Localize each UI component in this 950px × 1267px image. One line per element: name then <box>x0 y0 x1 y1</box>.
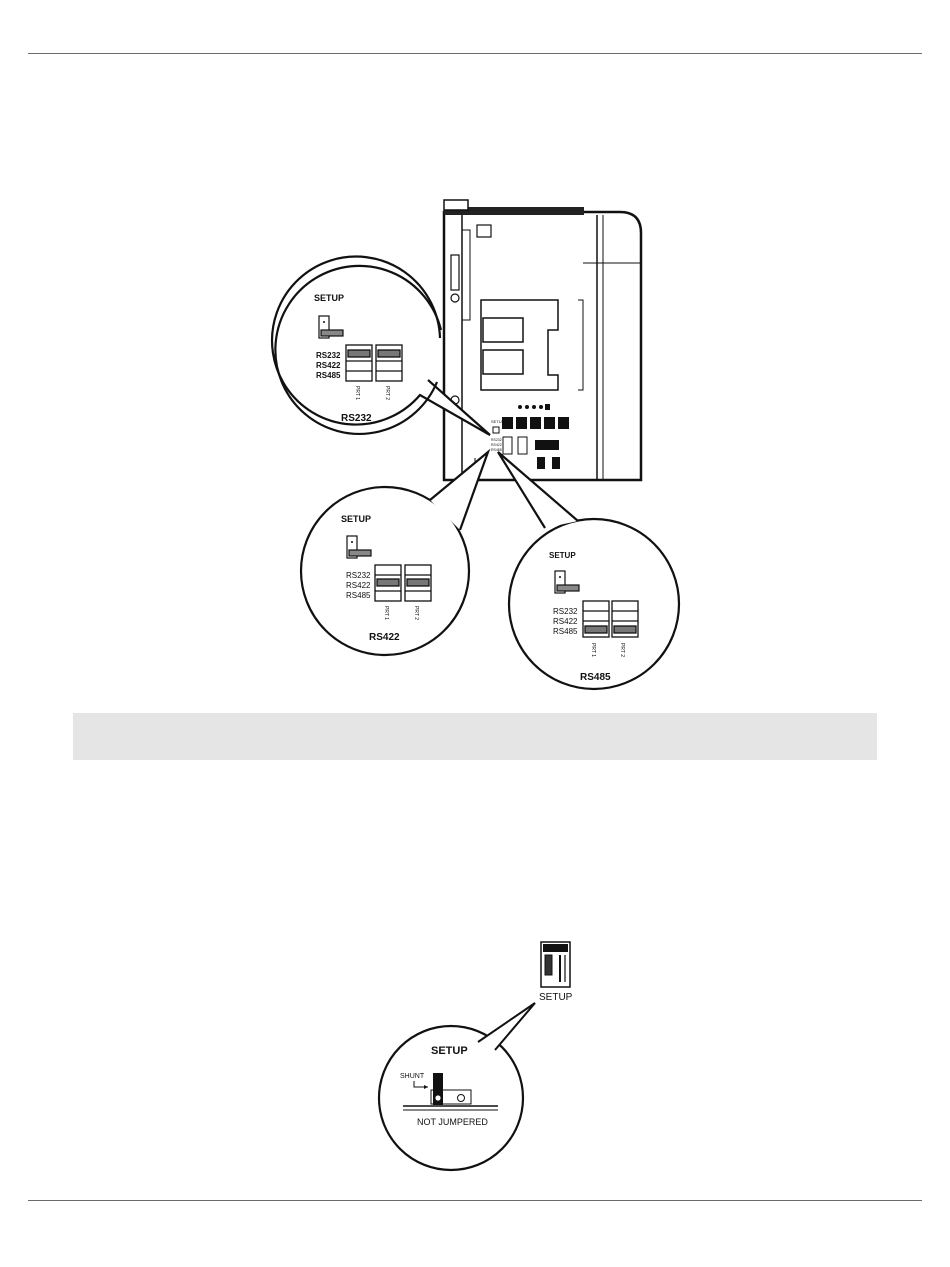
board-label: RS232 <box>491 438 502 442</box>
callout-rs232: SETUP RS232 RS422 RS485 PRT 1 PRT 2 RS23… <box>272 257 490 435</box>
mode-label: RS485 <box>316 371 341 380</box>
shunt-label: SHUNT <box>400 1073 425 1080</box>
module-board <box>444 200 641 480</box>
port-jumper-block <box>583 601 609 637</box>
port-label: PRT 1 <box>383 606 389 620</box>
setup-label: SETUP <box>314 293 344 303</box>
port-label: PRT 2 <box>619 643 625 657</box>
board-label: RS422 <box>491 443 502 447</box>
setup-detail-title: SETUP <box>431 1045 468 1057</box>
mode-label: RS422 <box>553 617 578 626</box>
port-jumper-block <box>346 345 372 381</box>
port-jumper-block <box>612 601 638 637</box>
board-label: RS485 <box>491 448 502 452</box>
port-label: PRT 1 <box>590 643 596 657</box>
mode-label: RS232 <box>553 607 578 616</box>
mode-label: RS232 <box>346 571 371 580</box>
setup-label: SETUP <box>549 551 576 560</box>
mode-label: RS422 <box>316 361 341 370</box>
mode-label: RS485 <box>553 627 578 636</box>
mode-label: RS422 <box>346 581 371 590</box>
port-label: PRT 2 <box>413 606 419 620</box>
port-jumper-block <box>405 565 431 601</box>
port-jumper-block <box>376 345 402 381</box>
callout-title: RS232 <box>341 413 372 424</box>
callout-title: RS485 <box>580 672 611 683</box>
setup-module-label: SETUP <box>539 992 573 1003</box>
port-label: PRT 2 <box>384 386 390 400</box>
mode-label: RS485 <box>346 591 371 600</box>
callout-title: RS422 <box>369 632 400 643</box>
callout-rs485: SETUP RS232 RS422 RS485 PRT 1 PRT 2 RS48… <box>498 452 679 689</box>
board-label: SETUP <box>491 419 505 424</box>
callout-rs422: SETUP RS232 RS422 RS485 PRT 1 PRT 2 RS42… <box>301 452 488 655</box>
setup-label: SETUP <box>341 514 371 524</box>
setup-module-icon <box>541 942 570 987</box>
mode-label: RS232 <box>316 351 341 360</box>
port-jumper-block <box>375 565 401 601</box>
setup-detail-callout: SETUP SHUNT NOT JUMPERED <box>379 1003 535 1170</box>
port-label: PRT 1 <box>354 386 360 400</box>
jumper-state-label: NOT JUMPERED <box>417 1117 488 1127</box>
